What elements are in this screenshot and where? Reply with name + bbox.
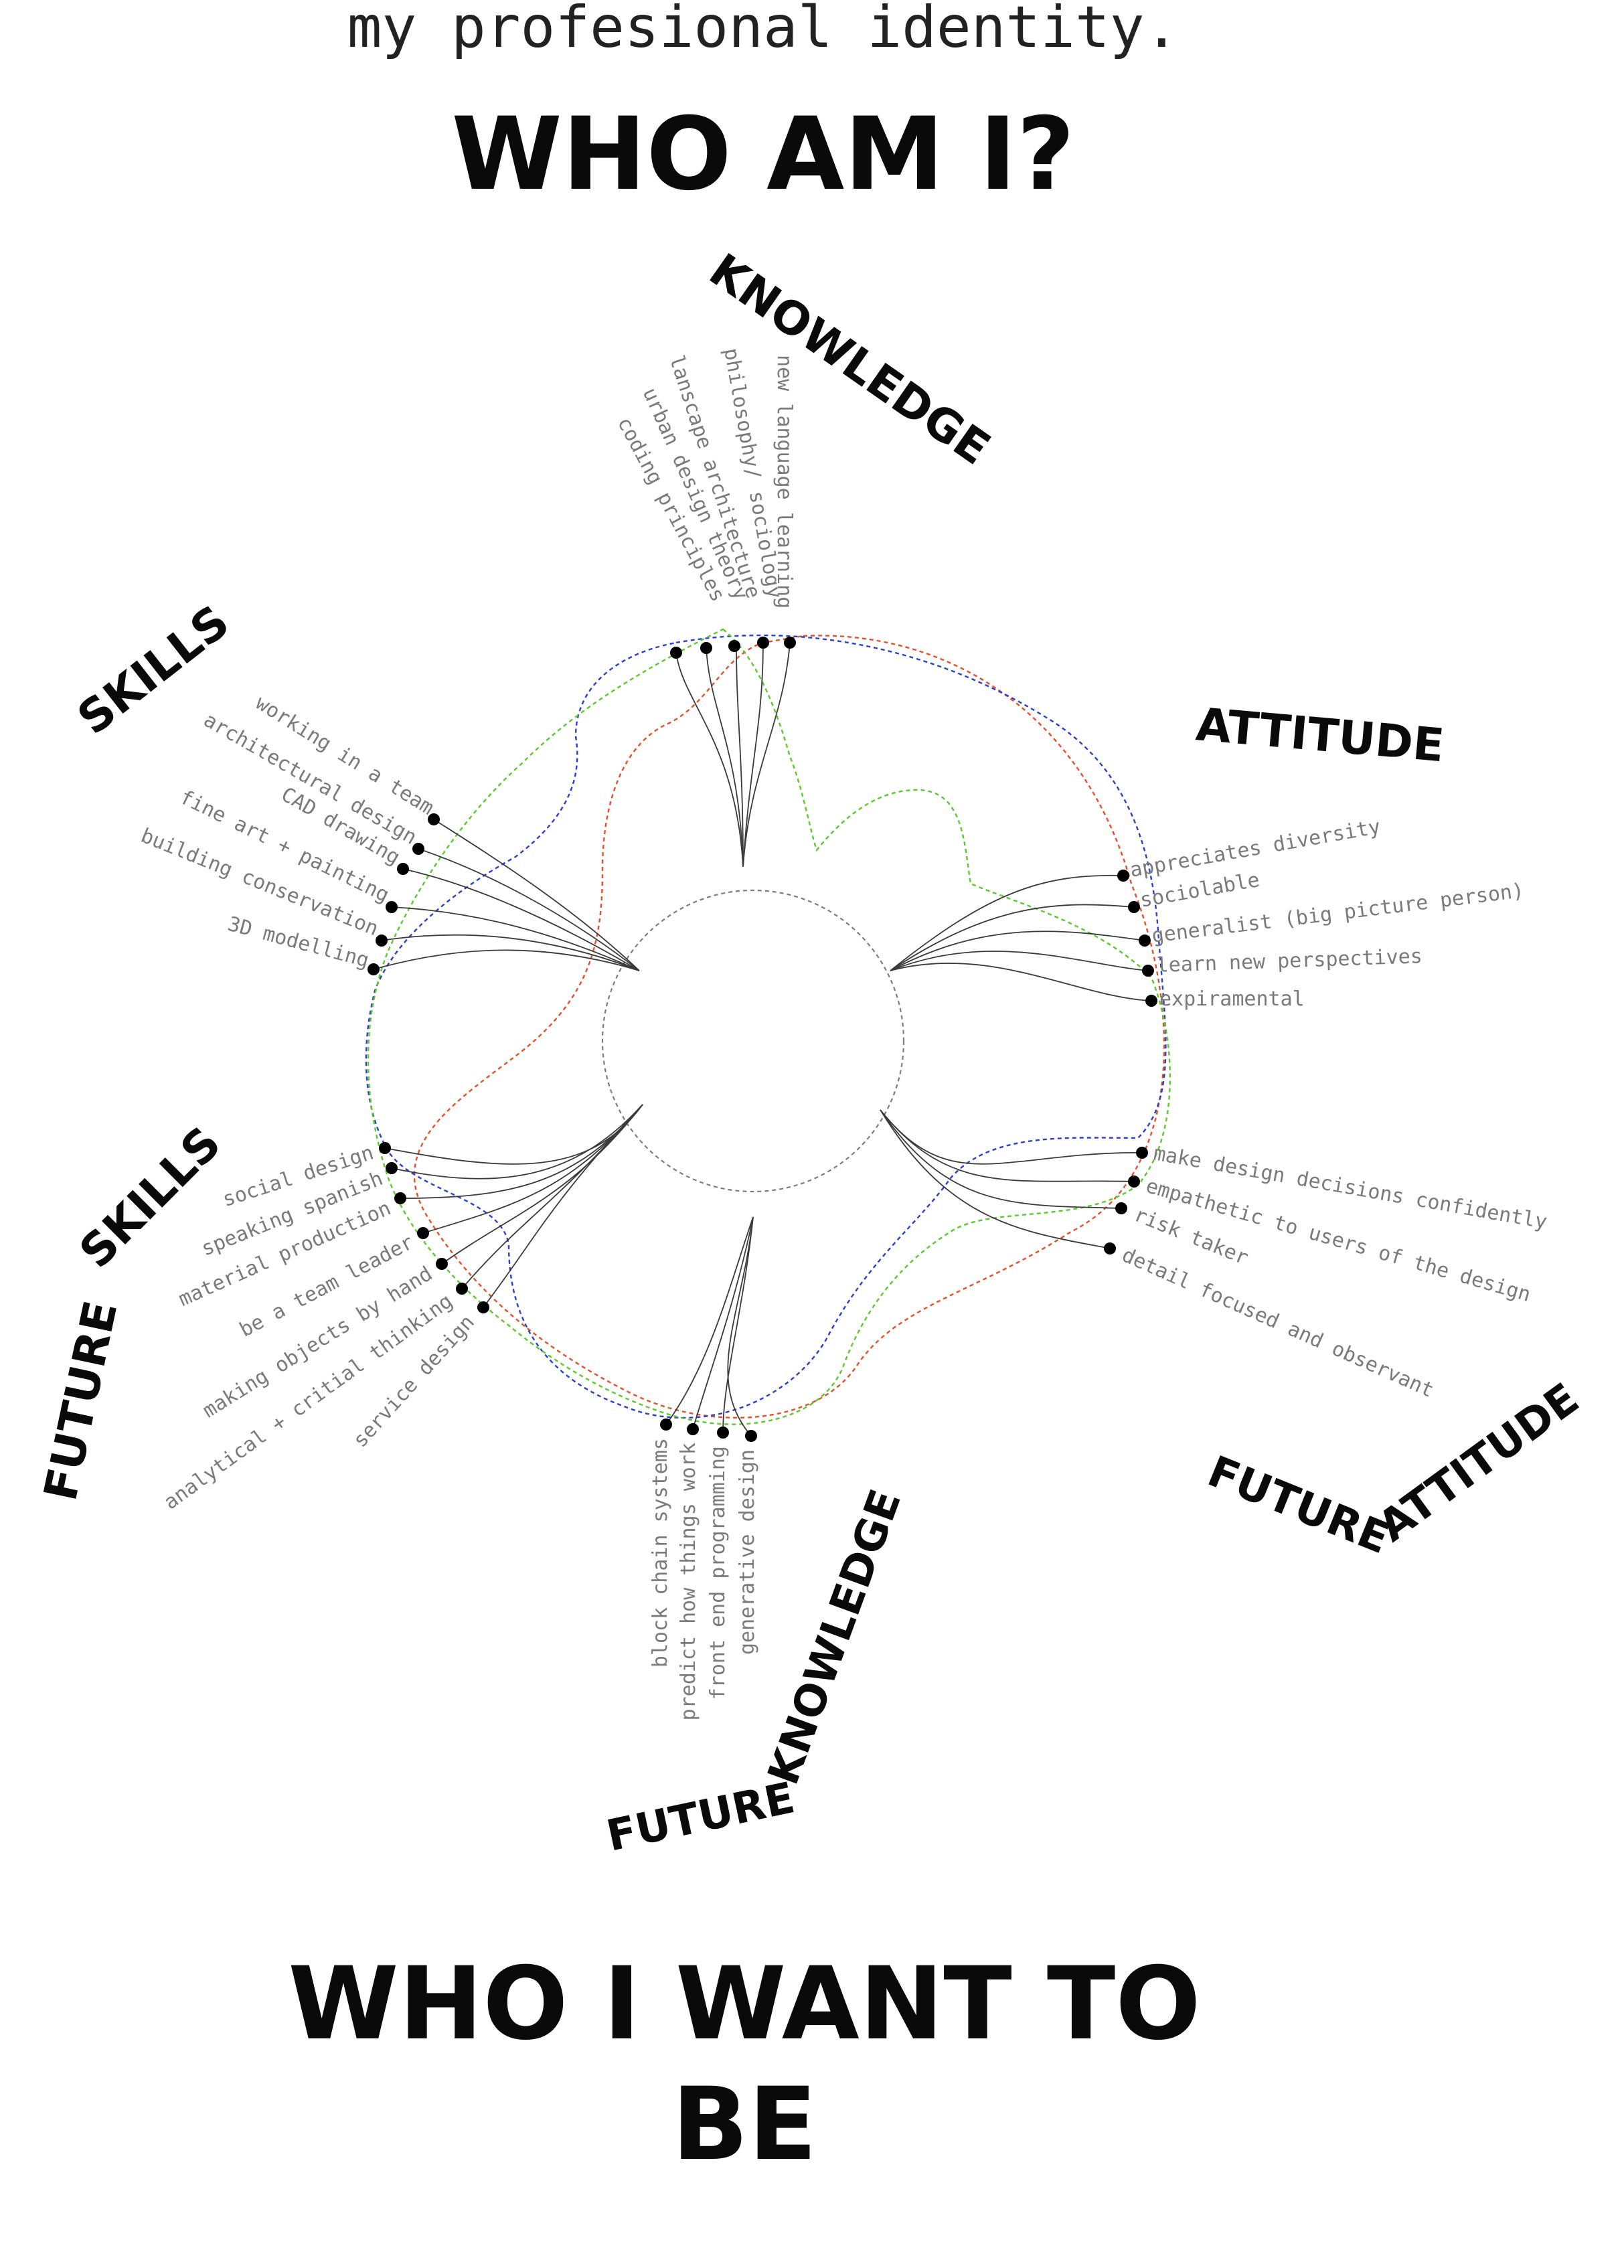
attitude-dot <box>1128 901 1140 913</box>
knowledge-dot <box>784 637 796 649</box>
blue-outline <box>365 634 1167 1419</box>
skills-dot <box>368 963 380 975</box>
attitude-dot <box>1142 965 1154 977</box>
future-knowledge-title: FUTURE <box>602 1773 799 1861</box>
future-attitude-title-attitude: ATTITUDE <box>1370 1374 1588 1552</box>
green-outline <box>367 628 1171 1425</box>
attitude-item: learn new perspectives <box>1156 945 1423 977</box>
future-knowledge-dot <box>745 1430 757 1442</box>
attitude-dot <box>1139 935 1151 947</box>
future-knowledge-item: block chain systems <box>649 1438 672 1668</box>
future-skills-dot <box>417 1227 429 1239</box>
future-attitude-branches <box>880 1109 1148 1254</box>
future-attitude-dot <box>1136 1147 1148 1159</box>
future-attitude-dot <box>1128 1176 1140 1188</box>
attitude-dot <box>1117 870 1129 882</box>
future-attitude-dot <box>1104 1242 1116 1254</box>
footer-title-line1: WHO I WANT TO <box>288 1946 1200 2062</box>
knowledge-item: new language learning <box>773 355 796 609</box>
attitude-item: expiramental <box>1159 987 1305 1011</box>
attitude-labels: appreciates diversity sociolable general… <box>1128 815 1525 1011</box>
future-attitude-dot <box>1115 1202 1127 1214</box>
future-knowledge-dot <box>687 1423 699 1435</box>
skills-labels: working in a team architectural design C… <box>137 691 438 972</box>
future-skills-labels: social design speaking spanish material … <box>159 1141 479 1514</box>
skills-branches <box>368 813 640 975</box>
future-knowledge-item: generative design <box>736 1449 759 1655</box>
attitude-branches <box>890 870 1157 1007</box>
knowledge-dot <box>700 642 712 654</box>
future-attitude-title: FUTURE <box>1201 1447 1396 1564</box>
future-knowledge-dot <box>717 1427 729 1439</box>
future-skills-dot <box>436 1258 448 1270</box>
future-skills-dot <box>477 1301 489 1313</box>
skills-dot <box>412 843 424 855</box>
future-skills-branches <box>379 1104 643 1313</box>
knowledge-labels: new language learning philosophy/ sociol… <box>613 346 796 609</box>
red-outline <box>413 635 1165 1419</box>
future-skills-dot <box>386 1162 398 1174</box>
future-knowledge-item: predict how things work <box>677 1443 700 1720</box>
future-knowledge-dot <box>660 1419 672 1431</box>
future-knowledge-labels: block chain systems predict how things w… <box>649 1438 759 1720</box>
future-skills-dot <box>456 1283 468 1295</box>
footer-title-line2: BE <box>672 2067 817 2183</box>
future-attitude-item: make design decisions confidently <box>1152 1141 1549 1234</box>
knowledge-branches <box>670 637 796 868</box>
attitude-dot <box>1145 995 1157 1007</box>
skills-dot <box>386 901 398 913</box>
subtitle: my profesional identity. <box>347 0 1180 61</box>
knowledge-dot <box>757 637 769 649</box>
skills-dot <box>428 813 440 825</box>
knowledge-dot <box>670 647 682 659</box>
skills-dot <box>397 863 409 875</box>
skills-dot <box>376 935 388 947</box>
center-circle <box>601 889 905 1193</box>
knowledge-dot <box>728 640 740 652</box>
future-knowledge-item: front end programming <box>706 1446 730 1700</box>
page-title: WHO AM I? <box>451 96 1074 213</box>
future-attitude-labels: make design decisions confidently empath… <box>1119 1141 1549 1402</box>
future-knowledge-title-knowledge: KNOWLEDGE <box>758 1483 911 1791</box>
future-knowledge-branches <box>660 1216 757 1442</box>
future-skills-dot <box>394 1192 406 1204</box>
future-skills-dot <box>379 1142 391 1154</box>
attitude-title: ATTITUDE <box>1194 698 1447 773</box>
future-skills-title-future: FUTURE <box>34 1297 128 1506</box>
